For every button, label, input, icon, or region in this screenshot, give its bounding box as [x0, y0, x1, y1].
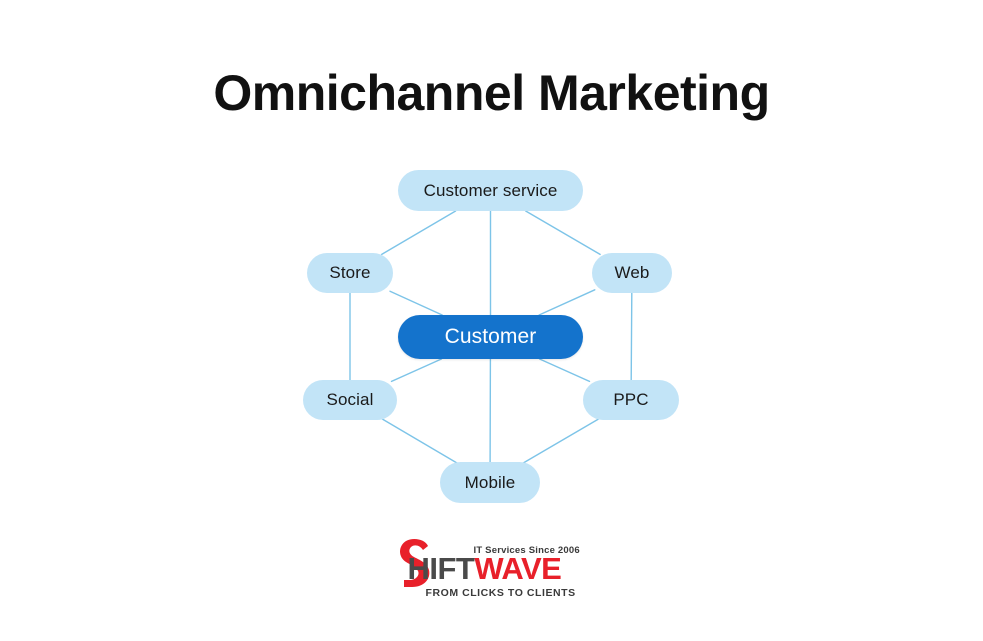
diagram-node-customer-service[interactable]: Customer service: [398, 170, 583, 211]
logo-word-wave: WAVE: [474, 551, 562, 586]
diagram-edge-social-to-customer: [390, 358, 443, 383]
logo-tagline-bottom: FROM CLICKS TO CLIENTS: [425, 587, 576, 599]
logo-s-swoosh-icon: [399, 538, 429, 587]
shiftwave-logo: IT Services Since 2006 HIFTWAVE FROM CLI…: [0, 534, 983, 606]
node-label: Customer service: [423, 180, 558, 200]
diagram-edge-ppc-to-mobile: [521, 417, 600, 465]
diagram-edge-customer-service-to-store: [381, 210, 457, 256]
diagram-node-social[interactable]: Social: [303, 380, 397, 420]
diagram-edge-ppc-to-customer: [538, 358, 591, 383]
node-label: Store: [329, 263, 371, 282]
node-label: Mobile: [464, 472, 516, 492]
node-label: Customer: [444, 325, 537, 348]
logo-word-hift: HIFT: [407, 551, 475, 586]
diagram-edge-web-to-ppc: [630, 292, 633, 381]
diagram-node-store[interactable]: Store: [307, 253, 393, 293]
diagram-edge-customer-service-to-web: [525, 210, 601, 256]
diagram-edge-store-to-customer: [389, 290, 443, 316]
node-label: Social: [326, 390, 374, 409]
diagram-edge-web-to-customer: [538, 289, 596, 316]
diagram-node-web[interactable]: Web: [592, 253, 672, 293]
diagram-node-customer-hub[interactable]: Customer: [398, 315, 583, 359]
page-title: Omnichannel Marketing: [213, 65, 770, 121]
diagram-node-ppc[interactable]: PPC: [583, 380, 679, 420]
node-label: Web: [614, 263, 650, 282]
logo-tagline-top: IT Services Since 2006: [473, 545, 580, 556]
node-label: PPC: [613, 390, 649, 409]
logo-wordmark: HIFTWAVE: [408, 553, 562, 585]
diagram-node-mobile[interactable]: Mobile: [440, 462, 540, 503]
diagram-edge-social-to-mobile: [380, 417, 459, 465]
